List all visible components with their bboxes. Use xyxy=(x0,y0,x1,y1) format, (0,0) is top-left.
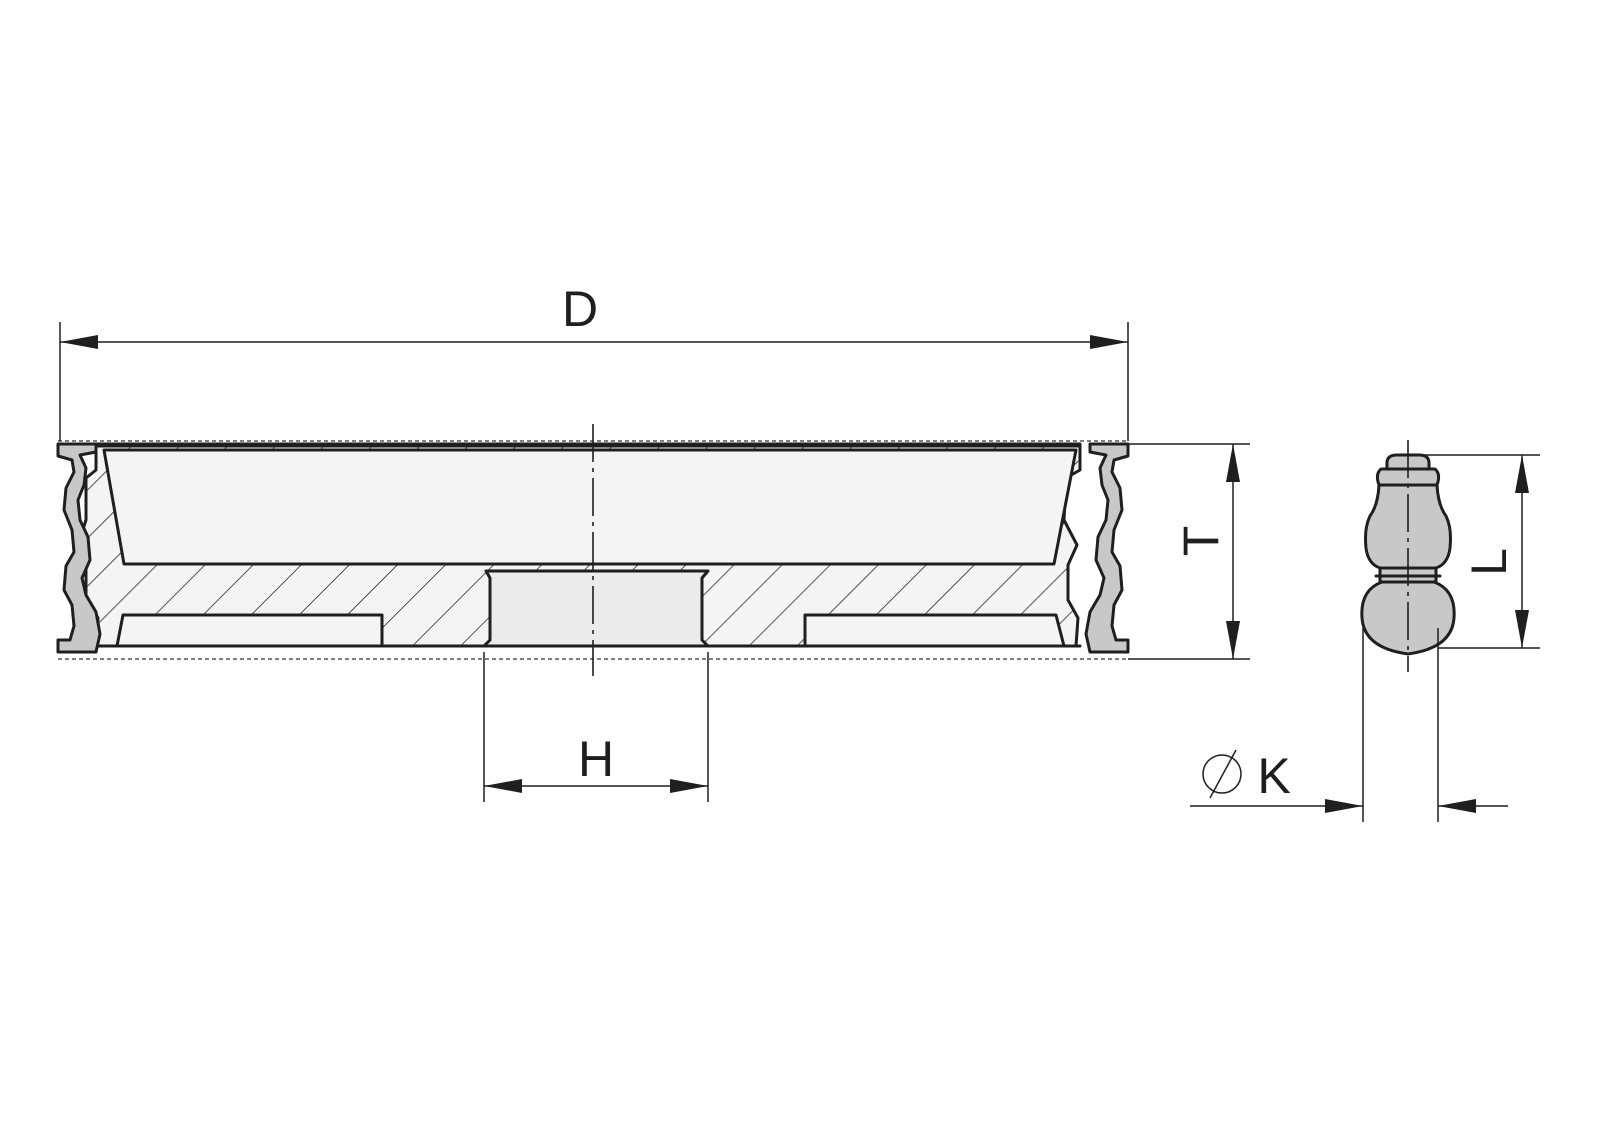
lower-right-recess xyxy=(803,613,1066,648)
dimension-D: D xyxy=(59,281,1129,441)
t-arrow-top xyxy=(1226,444,1240,482)
h-arrow-right xyxy=(670,779,708,793)
t-arrow-bottom xyxy=(1226,621,1240,659)
diameter-symbol-circle xyxy=(1202,754,1242,794)
diameter-symbol-slash xyxy=(1209,749,1237,799)
t-label: T xyxy=(1173,526,1229,557)
wheel-section xyxy=(56,424,1130,676)
l-arrow-top xyxy=(1515,455,1529,493)
center-bore xyxy=(482,569,710,648)
k-arrow-right xyxy=(1438,799,1476,813)
k-arrow-left xyxy=(1325,799,1363,813)
d-label: D xyxy=(562,281,598,337)
h-label: H xyxy=(578,731,614,787)
h-arrow-left xyxy=(484,779,522,793)
dimension-H: H xyxy=(483,652,709,802)
lower-left-recess xyxy=(115,613,384,648)
right-diamond-rim xyxy=(1084,442,1130,654)
k-label: K xyxy=(1257,748,1290,804)
l-label: L xyxy=(1461,548,1517,576)
rim-profile-detail: L K xyxy=(1190,440,1540,822)
upper-recess xyxy=(102,448,1078,566)
d-arrow-right xyxy=(1090,335,1128,349)
dimension-T: T xyxy=(1128,443,1250,660)
l-arrow-bottom xyxy=(1515,610,1529,648)
left-diamond-rim xyxy=(56,442,102,654)
d-arrow-left xyxy=(60,335,98,349)
